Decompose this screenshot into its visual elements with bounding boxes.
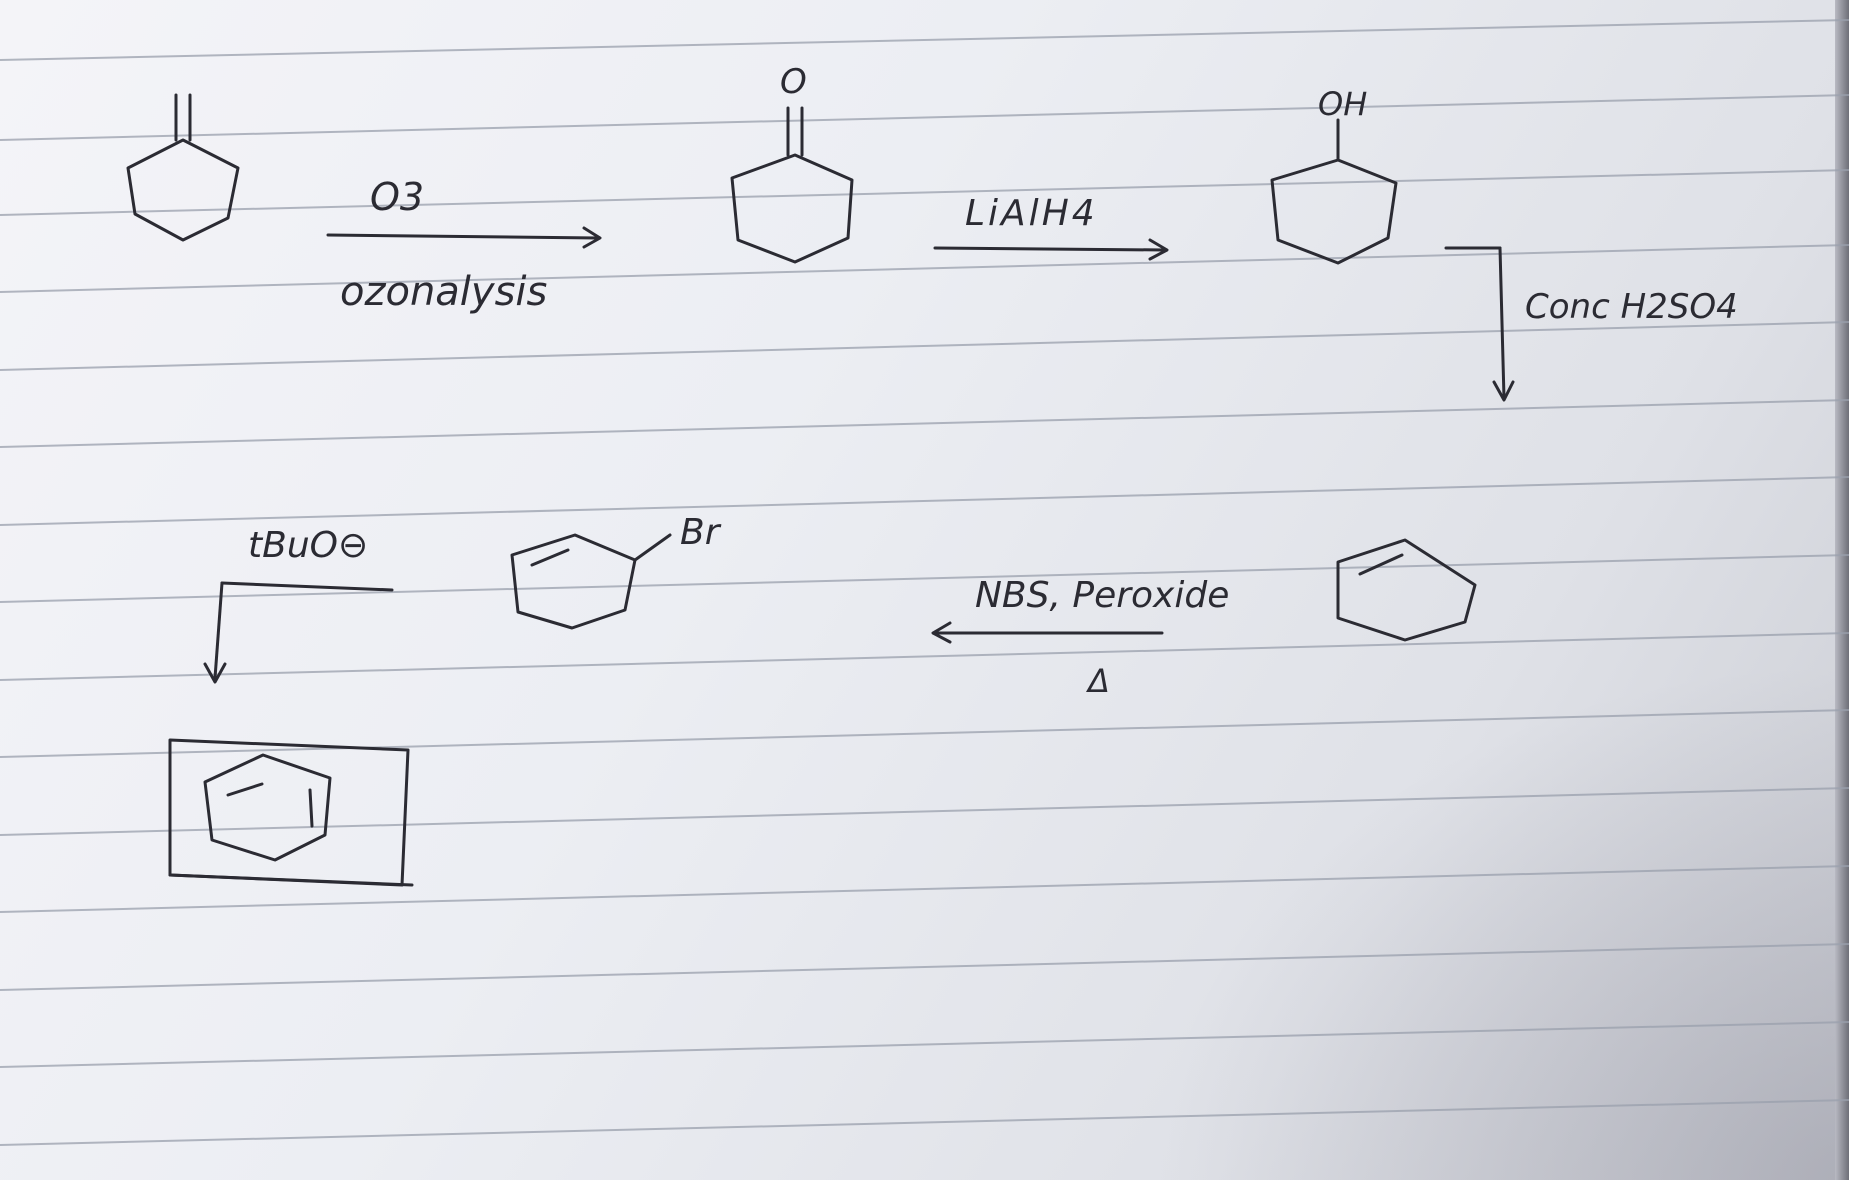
reagent-heat: Δ xyxy=(1088,662,1110,700)
reagent-ozonolysis: ozonalysis xyxy=(340,269,548,315)
arrow-dehydration xyxy=(1444,246,1515,402)
bromine-label: Br xyxy=(680,512,720,553)
bromocyclohexene-structure xyxy=(510,533,672,630)
cyclohexanol-structure xyxy=(1270,118,1398,265)
reagent-nbs-peroxide: NBS, Peroxide xyxy=(975,575,1230,616)
ruled-lines xyxy=(0,19,1849,1146)
reagent-lialh4: LiAlH4 xyxy=(965,193,1098,234)
cyclohexene-structure xyxy=(1336,538,1477,642)
cyclohexanone-structure xyxy=(730,106,854,264)
alcohol-hydroxyl: OH xyxy=(1318,85,1368,123)
arrow-reduction xyxy=(933,238,1169,261)
arrow-elimination xyxy=(203,581,394,684)
reagent-o3: O3 xyxy=(370,175,425,219)
page-edge xyxy=(1835,0,1849,1180)
arrow-ozonolysis xyxy=(326,226,602,249)
methylenecyclohexane-structure xyxy=(126,93,240,242)
reagent-tbuo: tBuO⊖ xyxy=(248,525,369,566)
cyclohexadiene-product xyxy=(168,738,414,887)
ketone-oxygen: O xyxy=(780,62,807,102)
reagent-conc-h2so4: Conc H2SO4 xyxy=(1525,287,1738,327)
arrow-allylic-bromination xyxy=(931,621,1164,644)
